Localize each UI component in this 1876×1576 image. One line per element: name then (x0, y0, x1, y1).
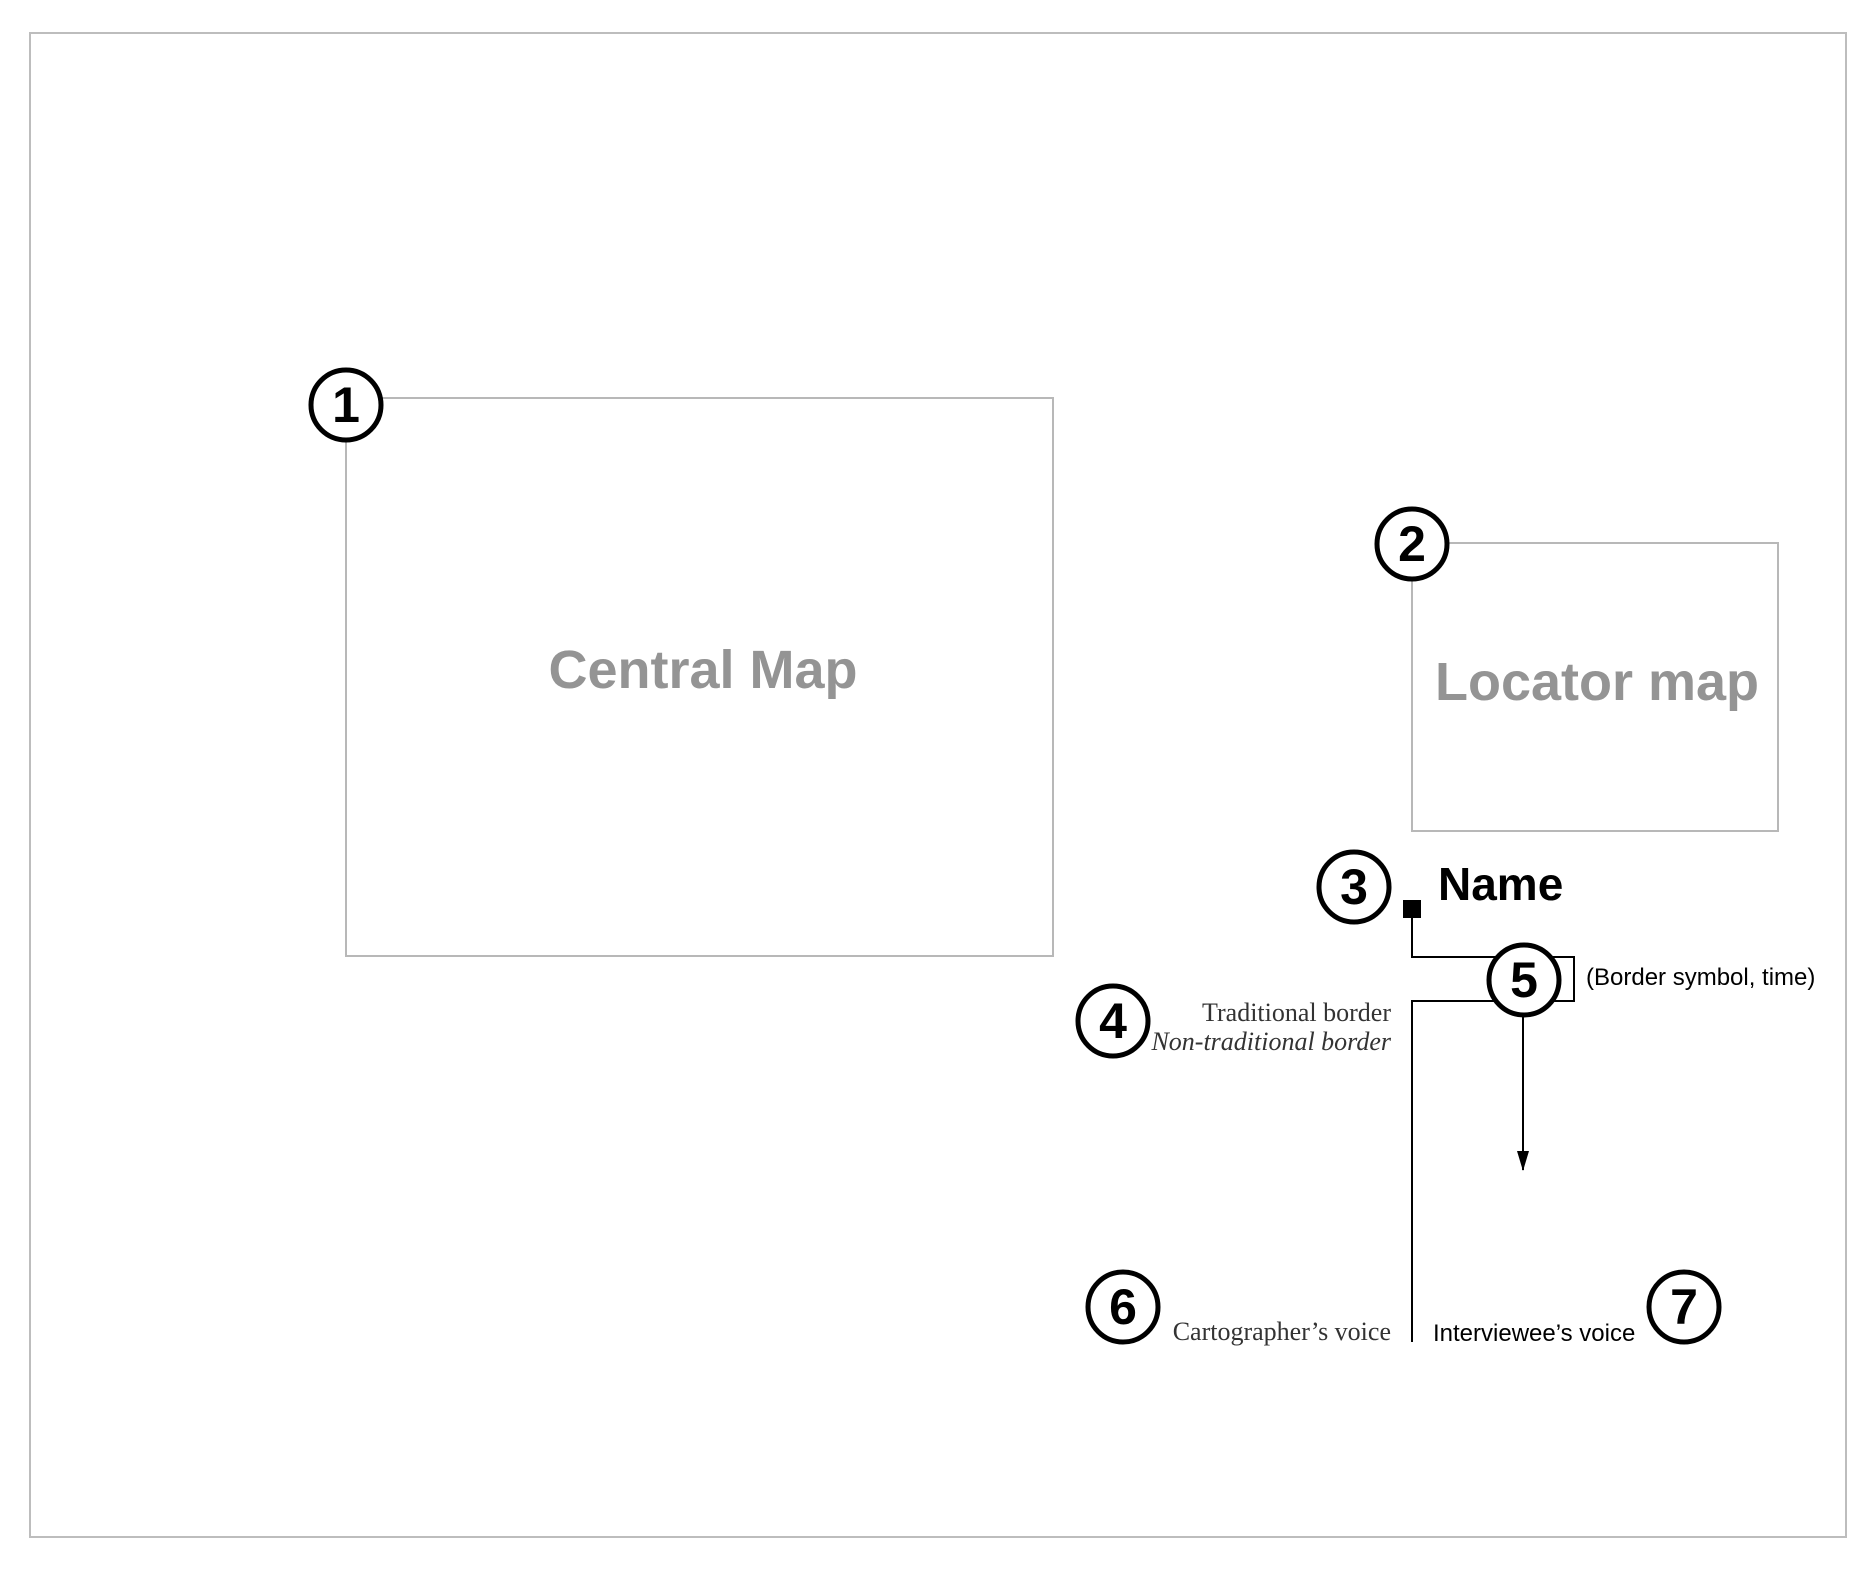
marker-number: 7 (1670, 1279, 1698, 1335)
marker-circle (1316, 849, 1392, 925)
locator-map-label: Locator map (1435, 652, 1759, 712)
marker-number: 6 (1109, 1279, 1137, 1335)
marker-number: 1 (332, 377, 360, 433)
marker-number: 5 (1510, 952, 1538, 1008)
marker-circle (1374, 506, 1450, 582)
marker-1: 1 (308, 367, 384, 443)
marker-circle (1486, 942, 1562, 1018)
interviewees-voice-label: Interviewee’s voice (1433, 1320, 1635, 1347)
page-frame (29, 32, 1847, 1538)
name-label: Name (1438, 858, 1563, 910)
marker-circle (1085, 1269, 1161, 1345)
central-map-label: Central Map (548, 640, 857, 700)
marker-circle (1075, 983, 1151, 1059)
marker-number: 4 (1099, 993, 1127, 1049)
traditional-border-label: Traditional border (1202, 998, 1391, 1027)
non-traditional-border-label: Non-traditional border (1150, 1027, 1391, 1056)
marker-circle (308, 367, 384, 443)
marker-number: 2 (1398, 516, 1426, 572)
marker-5: 5 (1486, 942, 1562, 1018)
marker-6: 6 (1085, 1269, 1161, 1345)
point-symbol (1403, 900, 1421, 918)
locator-map-box (1411, 542, 1779, 832)
marker-number: 3 (1340, 859, 1368, 915)
marker-circle (1646, 1269, 1722, 1345)
border-symbol-label: (Border symbol, time) (1586, 964, 1815, 991)
marker-7: 7 (1646, 1269, 1722, 1345)
marker-2: 2 (1374, 506, 1450, 582)
cartographers-voice-label: Cartographer’s voice (1173, 1317, 1391, 1346)
marker-3: 3 (1316, 849, 1392, 925)
marker-4: 4 (1075, 983, 1151, 1059)
central-map-box (345, 397, 1054, 957)
